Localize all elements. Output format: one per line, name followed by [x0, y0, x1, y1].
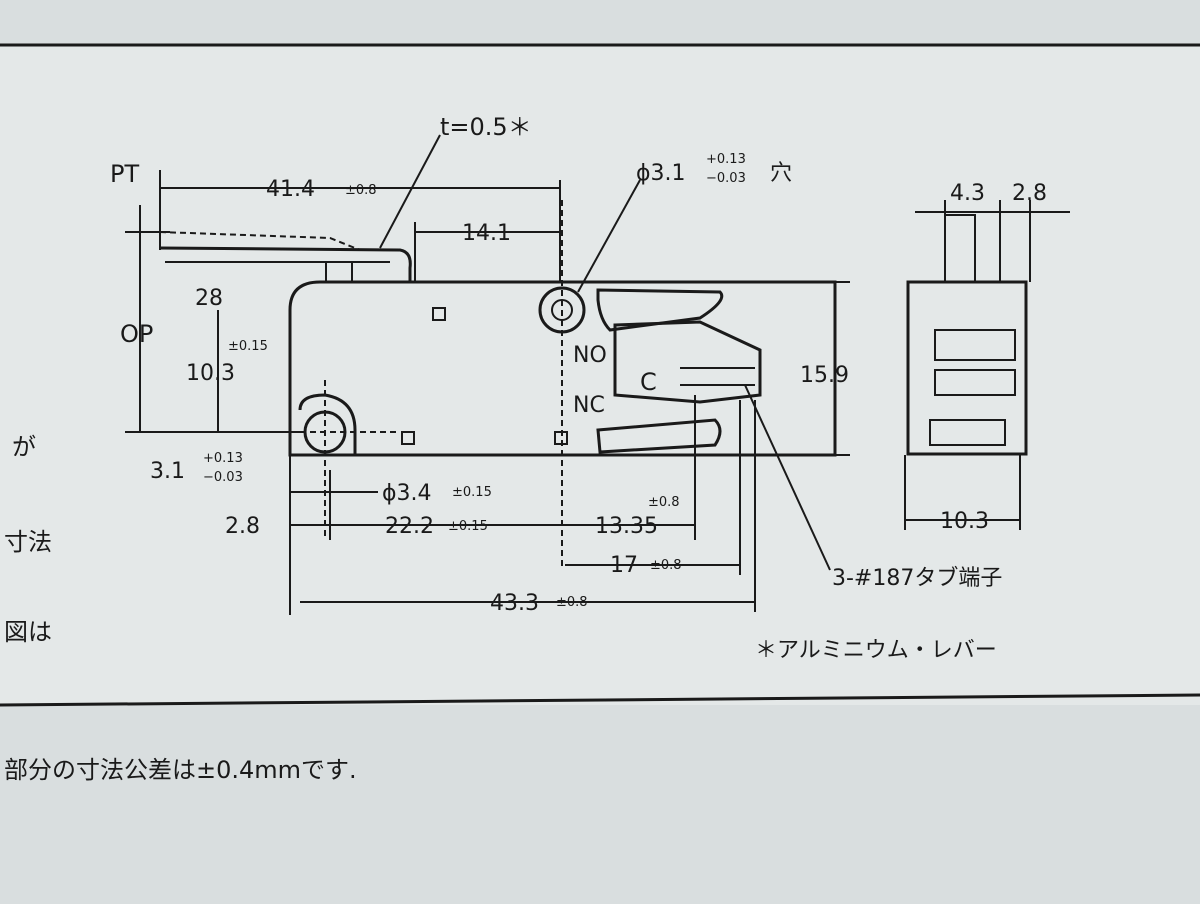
label-43-3: 43.3	[490, 591, 539, 616]
label-hole-top: ϕ3.1	[636, 161, 686, 186]
label-hole-top-tol-plus: +0.13	[706, 152, 746, 167]
label-hole-top-suffix: 穴	[770, 161, 792, 186]
left-text-1: が	[12, 433, 36, 461]
label-pt: PT	[110, 160, 139, 188]
side-terminal-3	[929, 419, 1006, 446]
actuator-plunger	[325, 261, 353, 283]
label-terminal: 3-#187タブ端子	[832, 566, 1002, 591]
label-41-4: 41.4	[266, 177, 315, 202]
side-terminal-1	[934, 329, 1016, 361]
label-side-4-3: 4.3	[950, 181, 985, 206]
label-22-2: 22.2	[385, 514, 434, 539]
label-side-10-3: 10.3	[940, 509, 989, 534]
label-2-8: 2.8	[225, 514, 260, 539]
label-no: NO	[573, 343, 607, 368]
lever-arm	[159, 246, 412, 282]
label-3-4: ϕ3.4	[382, 481, 432, 506]
label-thickness: t=0.5＊	[440, 113, 532, 141]
bottom-rule	[0, 693, 1200, 707]
label-13-35: 13.35	[595, 514, 658, 539]
side-terminal-2	[934, 369, 1016, 396]
label-3-1: 3.1	[150, 459, 185, 484]
label-side-2-8: 2.8	[1012, 181, 1047, 206]
marker-square-1	[432, 307, 446, 321]
label-c: C	[640, 368, 657, 396]
label-10-3: 10.3	[186, 361, 235, 386]
label-17: 17	[610, 553, 638, 578]
label-hole-top-tol-minus: −0.03	[706, 171, 746, 186]
terminal-c	[613, 320, 762, 404]
label-13-35-tol: ±0.8	[648, 495, 680, 510]
leader-hole-top	[577, 179, 641, 293]
switch-side-view	[904, 200, 1070, 530]
label-3-1-tol-minus: −0.03	[203, 470, 243, 485]
left-text-3: 図は	[4, 618, 52, 646]
label-15-9: 15.9	[800, 363, 849, 388]
leader-terminal	[744, 384, 831, 571]
left-text-2: 寸法	[4, 528, 52, 556]
bottom-note: 部分の寸法公差は±0.4mmです.	[4, 756, 357, 784]
label-43-3-tol: ±0.8	[556, 595, 588, 610]
label-41-4-tol: ±0.8	[345, 183, 377, 198]
leader-thickness	[379, 134, 441, 249]
label-nc: NC	[573, 393, 605, 418]
dimension-lines	[125, 134, 850, 615]
marker-square-2	[401, 431, 415, 445]
label-op: OP	[120, 320, 153, 348]
label-3-1-tol-plus: +0.13	[203, 451, 243, 466]
label-aluminum: ＊アルミニウム・レバー	[755, 638, 997, 663]
label-14-1: 14.1	[462, 221, 511, 246]
label-28: 28	[195, 286, 223, 311]
drawing-panel	[0, 45, 1200, 705]
lever-pt-position	[159, 231, 361, 251]
label-17-tol: ±0.8	[650, 558, 682, 573]
label-10-3-tol: ±0.15	[228, 339, 268, 354]
label-3-4-tol: ±0.15	[452, 485, 492, 500]
switch-front-view	[159, 200, 837, 570]
terminal-nc	[596, 418, 722, 454]
label-22-2-tol: ±0.15	[448, 519, 488, 534]
drawing-labels: t=0.5＊ PT OP 41.4 ±0.8 14.1 ϕ3.1 +0.13 −…	[4, 113, 1047, 784]
